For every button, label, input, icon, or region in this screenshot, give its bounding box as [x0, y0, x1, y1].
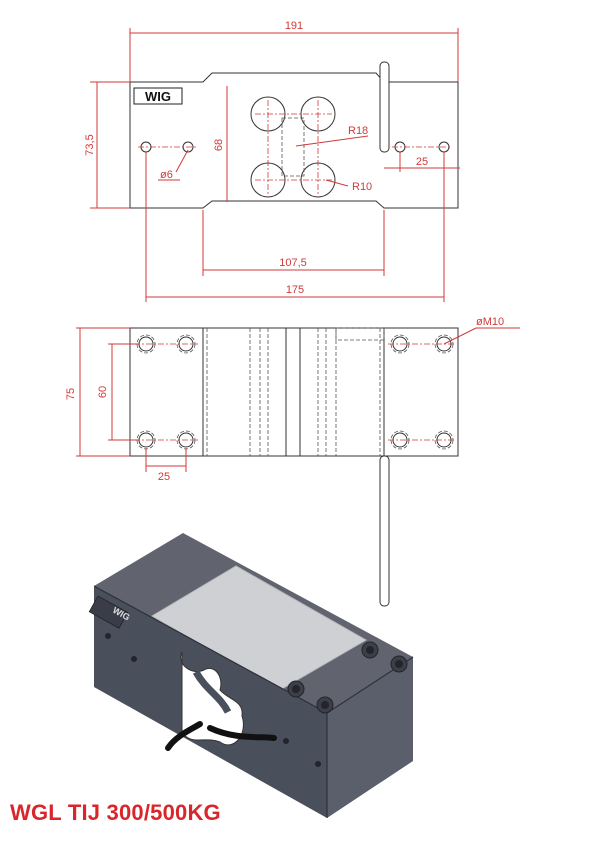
logo-text: WIG: [145, 89, 171, 104]
dim-hole-diameter: ø6: [160, 169, 173, 181]
top-view-outline: [129, 72, 459, 209]
dim-radius-small: R10: [352, 181, 372, 193]
dim-height-side: 75: [65, 388, 77, 400]
cable-side: [379, 455, 390, 607]
dim-hole-spacing-side: 25: [158, 471, 170, 483]
dim-hole-pitch-vertical: 60: [97, 386, 109, 398]
cable-top: [379, 61, 390, 153]
side-view: øM10 75 60 25: [65, 316, 520, 607]
dim-platform-length: 107,5: [279, 257, 307, 269]
side-view-outline: [129, 327, 459, 457]
dim-radius-large: R18: [348, 125, 368, 137]
top-view: WIG 191: [84, 20, 460, 302]
logo: WIG: [133, 87, 183, 105]
dim-height-top: 73,5: [84, 134, 96, 155]
dim-hole-span: 175: [286, 284, 304, 296]
dim-thread: øM10: [476, 316, 504, 328]
mounting-holes-top: [138, 141, 452, 153]
threaded-holes: [134, 334, 456, 450]
dim-total-length: 191: [285, 20, 303, 32]
binocular-cutout: [250, 96, 336, 198]
render-cable: [165, 721, 203, 751]
dim-inner-height: 68: [213, 139, 225, 151]
dim-hole-spacing-top: 25: [416, 156, 428, 168]
product-title: WGL TIJ 300/500KG: [10, 800, 221, 825]
load-cell-render: WIG: [88, 533, 414, 818]
